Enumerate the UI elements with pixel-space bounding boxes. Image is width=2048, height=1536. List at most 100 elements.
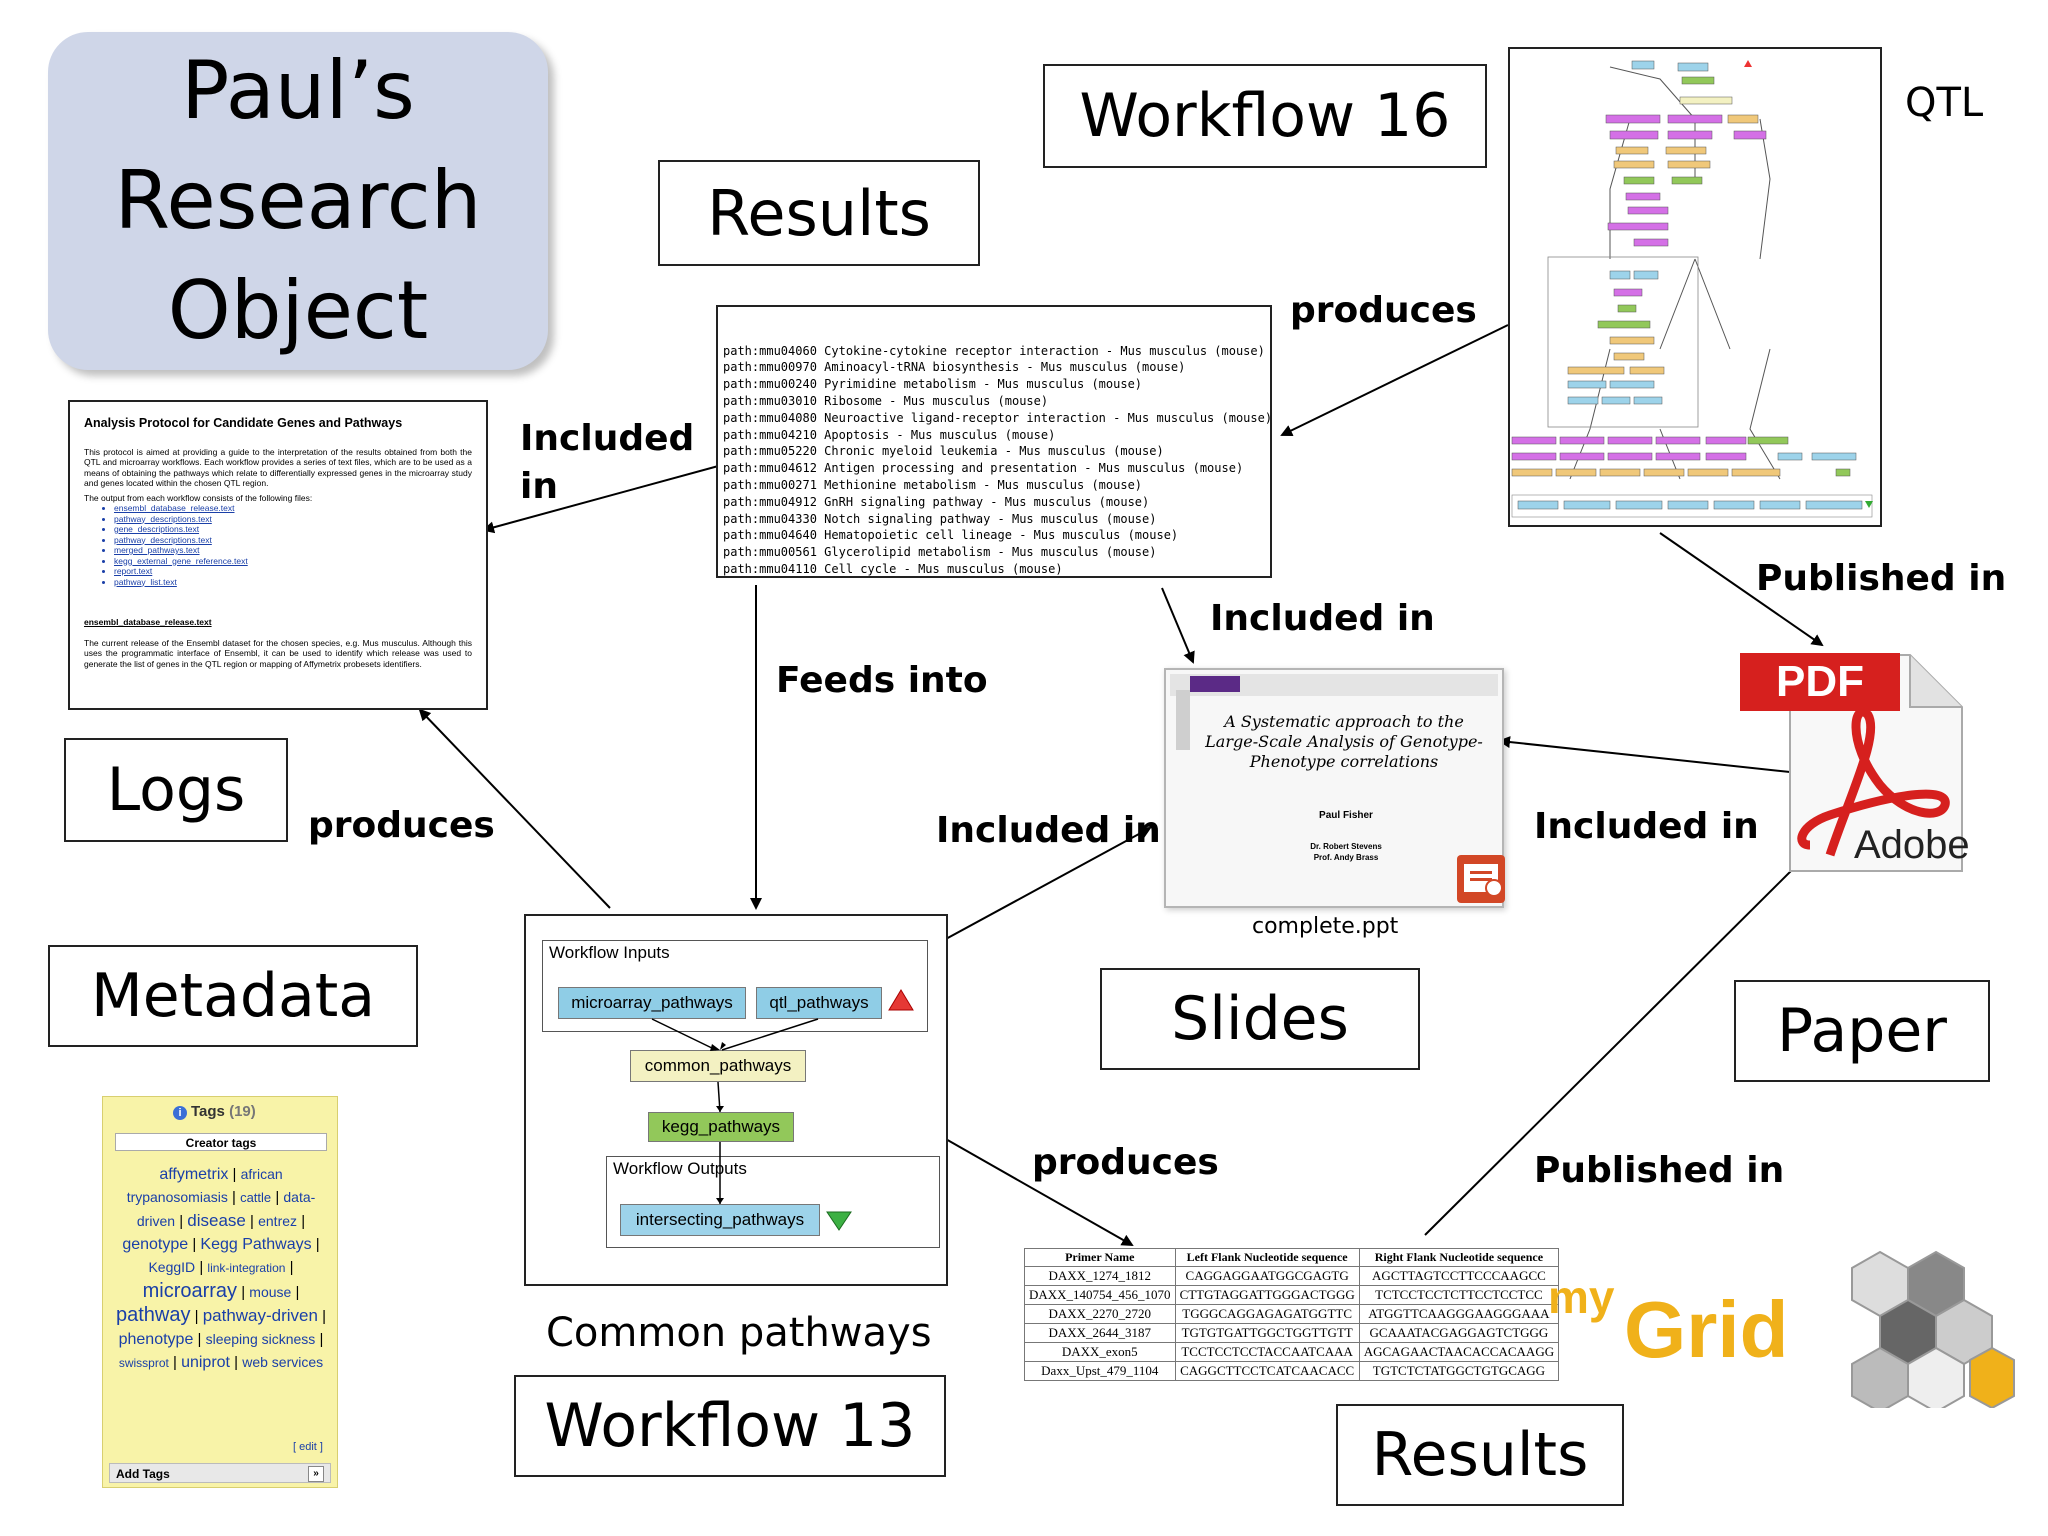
edge-label-included-1: Included <box>520 418 695 459</box>
arrow-wf13-to-logs <box>418 708 611 909</box>
tag-cattle[interactable]: cattle <box>240 1190 272 1205</box>
add-tags-bar[interactable]: Add Tags » <box>109 1463 331 1483</box>
metadata-label: Metadata <box>48 945 418 1047</box>
tag-mouse[interactable]: mouse <box>249 1284 292 1300</box>
mygrid-logo-grid: Grid <box>1624 1285 1789 1374</box>
workflow16-graph <box>1511 60 1873 518</box>
tag-pathway[interactable]: pathway <box>115 1304 191 1326</box>
workflow13-diagram: Workflow Inputs microarray_pathways qtl_… <box>524 914 948 1286</box>
workflow16-diagram <box>1508 47 1882 527</box>
workflow16-label: Workflow 16 <box>1043 64 1487 168</box>
title-line-1: Paul’s <box>181 44 415 137</box>
tag-genotype[interactable]: genotype <box>122 1236 189 1253</box>
tag-entrez[interactable]: entrez <box>258 1213 298 1229</box>
slide-affiliation-2: Prof. Andy Brass <box>1313 853 1379 862</box>
results-line: path:mmu04210 Apoptosis - Mus musculus (… <box>723 427 1056 442</box>
edge-label-produces-bottom: produces <box>1032 1142 1219 1183</box>
col-right-flank: Right Flank Nucleotide sequence <box>1358 1248 1560 1267</box>
slide-header-bar <box>1170 674 1498 696</box>
warning-triangle-icon <box>888 989 914 1011</box>
tag-disease[interactable]: disease <box>187 1211 246 1230</box>
creator-tags-toggle[interactable]: Creator tags <box>115 1133 327 1151</box>
protocol-file-link[interactable]: pathway_list.text <box>114 577 472 588</box>
edge-label-included-wf13: Included in <box>936 810 1161 851</box>
node-common-pathways[interactable]: common_pathways <box>630 1050 806 1082</box>
tag-list: affymetrix | african trypanosomiasis | c… <box>115 1166 327 1371</box>
table-cell: CAGGCTTCCTCATCAACACC <box>1174 1361 1360 1381</box>
paper-label: Paper <box>1734 980 1990 1082</box>
tag-uniprot[interactable]: uniprot <box>181 1354 230 1371</box>
node-qtl-pathways[interactable]: qtl_pathways <box>756 987 882 1019</box>
edit-tags-link[interactable]: [ edit ] <box>293 1441 323 1453</box>
title-line-2: Research <box>114 154 482 247</box>
protocol-file-link[interactable]: merged_pathways.text <box>114 545 472 556</box>
edge-label-produces-logs: produces <box>308 805 495 846</box>
protocol-file-link[interactable]: kegg_external_gene_reference.text <box>114 556 472 567</box>
primer-results-table: Primer Name Left Flank Nucleotide sequen… <box>1024 1248 1560 1381</box>
tag-data-driven[interactable]: data-driven <box>136 1189 316 1229</box>
tag-keggid[interactable]: KeggID <box>148 1259 196 1275</box>
table-cell: ATGGTTCAAGGGAAGGGAAA <box>1358 1304 1560 1324</box>
tag-kegg-pathways[interactable]: Kegg Pathways <box>200 1236 312 1253</box>
tag-web-services[interactable]: web services <box>242 1354 324 1370</box>
protocol-intro: This protocol is aimed at providing a gu… <box>84 446 472 489</box>
tags-header: i Tags (19) <box>173 1103 256 1120</box>
slide-side-mark <box>1176 690 1190 750</box>
node-microarray-pathways[interactable]: microarray_pathways <box>558 987 746 1019</box>
tags-count: (19) <box>229 1103 256 1120</box>
results-line: path:mmu04330 Notch signaling pathway - … <box>723 511 1157 526</box>
protocol-file-link[interactable]: gene_descriptions.text <box>114 524 472 535</box>
slide-filename: complete.ppt <box>1252 914 1399 939</box>
protocol-file-link[interactable]: ensembl_database_release.text <box>114 503 472 514</box>
arrow-results-to-slides <box>1161 587 1195 664</box>
workflow-inputs-group: Workflow Inputs <box>542 940 928 1032</box>
tag-swissprot[interactable]: swissprot <box>118 1356 169 1370</box>
protocol-file-link[interactable]: pathway_descriptions.text <box>114 535 472 546</box>
tag-pathway-driven[interactable]: pathway-driven <box>202 1306 318 1325</box>
table-cell: AGCAGAACTAACACCACAAGG <box>1358 1342 1560 1362</box>
mygrid-hexagon-icon <box>1851 1250 2015 1408</box>
title-box: Paul’s Research Object <box>48 32 548 370</box>
tag-sleeping-sickness[interactable]: sleeping sickness <box>205 1331 316 1347</box>
protocol-file-link[interactable]: pathway_descriptions.text <box>114 514 472 525</box>
table-cell: DAXX_2644_3187 <box>1024 1323 1176 1343</box>
tag-microarray[interactable]: microarray <box>142 1280 238 1302</box>
tags-title: Tags <box>191 1103 225 1120</box>
table-cell: CTTGTAGGATTGGGACTGGG <box>1174 1285 1360 1305</box>
workflow-inputs-label: Workflow Inputs <box>549 943 670 962</box>
results-list-document: path:mmu04060 Cytokine-cytokine receptor… <box>716 305 1272 578</box>
arrow-wf13-to-slides <box>943 827 1152 941</box>
workflow13-links <box>651 1018 819 1204</box>
results-line: path:mmu03010 Ribosome - Mus musculus (m… <box>723 393 1049 408</box>
table-cell: CAGGAGGAATGGCGAGTG <box>1174 1266 1360 1286</box>
arrow-wf16-to-pdf <box>1659 532 1824 647</box>
protocol-output-intro: The output from each workflow consists o… <box>84 492 313 503</box>
mygrid-logo: my Grid <box>1548 1248 2018 1408</box>
col-left-flank: Left Flank Nucleotide sequence <box>1174 1248 1360 1267</box>
tag-affymetrix[interactable]: affymetrix <box>159 1166 229 1183</box>
protocol-file-link[interactable]: report.text <box>114 566 472 577</box>
arrow-results-to-protocol <box>482 464 723 534</box>
node-kegg-pathways[interactable]: kegg_pathways <box>648 1112 794 1142</box>
tag-link-integration[interactable]: link-integration <box>207 1261 286 1275</box>
tag-african-trypanosomiasis[interactable]: african trypanosomiasis <box>126 1166 283 1205</box>
powerpoint-icon <box>1457 855 1505 903</box>
edge-label-published-top: Published in <box>1756 558 2007 599</box>
add-tags-label: Add Tags <box>116 1467 170 1481</box>
results-line: path:mmu04640 Hematopoietic cell lineage… <box>723 528 1179 543</box>
results-top-label: Results <box>658 160 980 266</box>
title-line-3: Object <box>167 264 429 357</box>
arrow-wf16-to-results <box>1280 324 1509 437</box>
table-cell: DAXX_2270_2720 <box>1024 1304 1176 1324</box>
tag-phenotype[interactable]: phenotype <box>118 1331 194 1348</box>
protocol-description: The current release of the Ensembl datas… <box>84 637 472 669</box>
expand-icon[interactable]: » <box>308 1466 324 1482</box>
table-cell: AGCTTAGTCCTTCCCAAGCC <box>1358 1266 1560 1286</box>
info-icon: i <box>173 1106 187 1120</box>
node-intersecting-pathways[interactable]: intersecting_pathways <box>620 1204 820 1236</box>
workflow-outputs-label: Workflow Outputs <box>613 1159 747 1178</box>
